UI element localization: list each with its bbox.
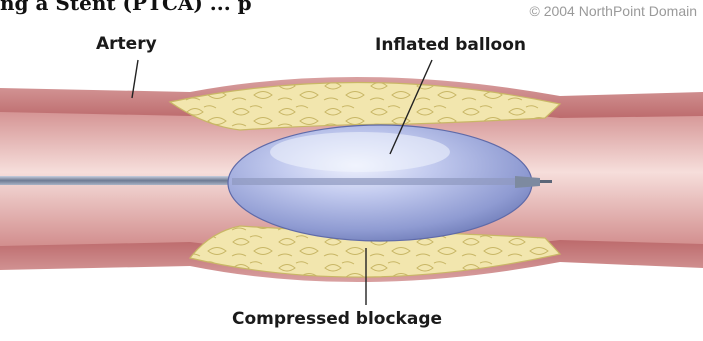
catheter-inner xyxy=(232,178,532,185)
copyright-notice: © 2004 NorthPoint Domain xyxy=(529,3,697,19)
compressed-blockage-label: Compressed blockage xyxy=(232,309,442,329)
guidewire-tip xyxy=(540,180,552,183)
artery-label: Artery xyxy=(96,34,157,54)
page-title-fragment: ng a Stent (PTCA) ... p xyxy=(0,0,252,15)
catheter-shaft xyxy=(0,176,250,185)
catheter-tip xyxy=(515,176,540,188)
inflated-balloon-label: Inflated balloon xyxy=(375,35,526,55)
balloon-highlight xyxy=(270,132,450,172)
